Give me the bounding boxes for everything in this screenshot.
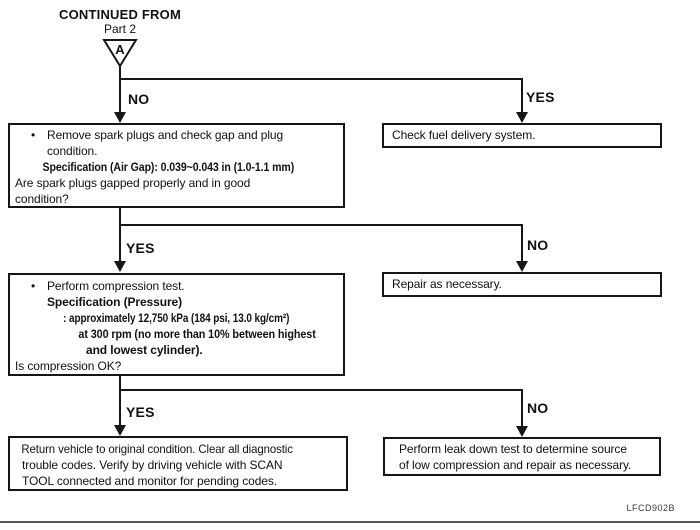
decision3-no-label: NO bbox=[527, 400, 549, 416]
connector-a-label: A bbox=[115, 42, 125, 57]
figure-code: LFCD902B bbox=[626, 503, 675, 513]
decision2-yes-label: YES bbox=[126, 240, 155, 256]
repair-box: Repair as necessary. bbox=[382, 272, 662, 297]
spec-title-line: Specification (Pressure) bbox=[47, 295, 182, 309]
question-line: Is compression OK? bbox=[15, 359, 122, 373]
page-bottom-rule bbox=[0, 521, 700, 523]
leak-down-test-box: Perform leak down test to determine sour… bbox=[383, 437, 661, 476]
spark-plug-check-box: • Remove spark plugs and check gap and pl… bbox=[8, 123, 345, 208]
spec-line: at 300 rpm (no more than 10% between hig… bbox=[78, 327, 316, 341]
continued-from-label: CONTINUED FROM bbox=[59, 7, 181, 22]
question-line: Are spark plugs gapped properly and in g… bbox=[15, 176, 251, 190]
action-line: Return vehicle to original condition. Cl… bbox=[21, 442, 293, 456]
bullet-icon: • bbox=[31, 128, 36, 142]
decision2-no-label: NO bbox=[527, 237, 549, 253]
step-line: • Perform compression test. bbox=[10, 278, 343, 294]
bullet-icon: • bbox=[31, 279, 36, 293]
arrowhead bbox=[516, 261, 528, 272]
action-text: Check fuel delivery system. bbox=[392, 128, 536, 142]
spec-line: : approximately 12,750 kPa (184 psi, 13.… bbox=[63, 311, 290, 325]
decision3-yes-label: YES bbox=[126, 404, 155, 420]
decision1-yes-label: YES bbox=[526, 89, 555, 105]
action-line: of low compression and repair as necessa… bbox=[399, 458, 632, 472]
spec-line: and lowest cylinder). bbox=[86, 343, 203, 357]
decision1-no-label: NO bbox=[128, 91, 150, 107]
step-line: • Remove spark plugs and check gap and pl… bbox=[10, 127, 343, 143]
action-line: Perform leak down test to determine sour… bbox=[399, 442, 627, 456]
action-line: trouble codes. Verify by driving vehicle… bbox=[22, 458, 283, 472]
step-text: Remove spark plugs and check gap and plu… bbox=[47, 128, 284, 142]
arrowhead bbox=[114, 425, 126, 436]
step-text: Perform compression test. bbox=[47, 279, 185, 293]
step-line: condition. bbox=[47, 144, 98, 158]
question-line: condition? bbox=[15, 192, 69, 206]
arrowhead bbox=[114, 261, 126, 272]
compression-test-box: • Perform compression test. Specification… bbox=[8, 273, 345, 376]
arrowhead bbox=[516, 426, 528, 437]
arrowhead bbox=[114, 112, 126, 123]
arrowhead bbox=[516, 112, 528, 123]
part-label: Part 2 bbox=[103, 22, 136, 36]
action-line: TOOL connected and monitor for pending c… bbox=[22, 474, 277, 488]
action-text: Repair as necessary. bbox=[392, 277, 502, 291]
return-vehicle-box: Return vehicle to original condition. Cl… bbox=[8, 436, 348, 491]
spec-line: Specification (Air Gap): 0.039~0.043 in … bbox=[42, 160, 295, 174]
fuel-delivery-box: Check fuel delivery system. bbox=[382, 123, 662, 148]
